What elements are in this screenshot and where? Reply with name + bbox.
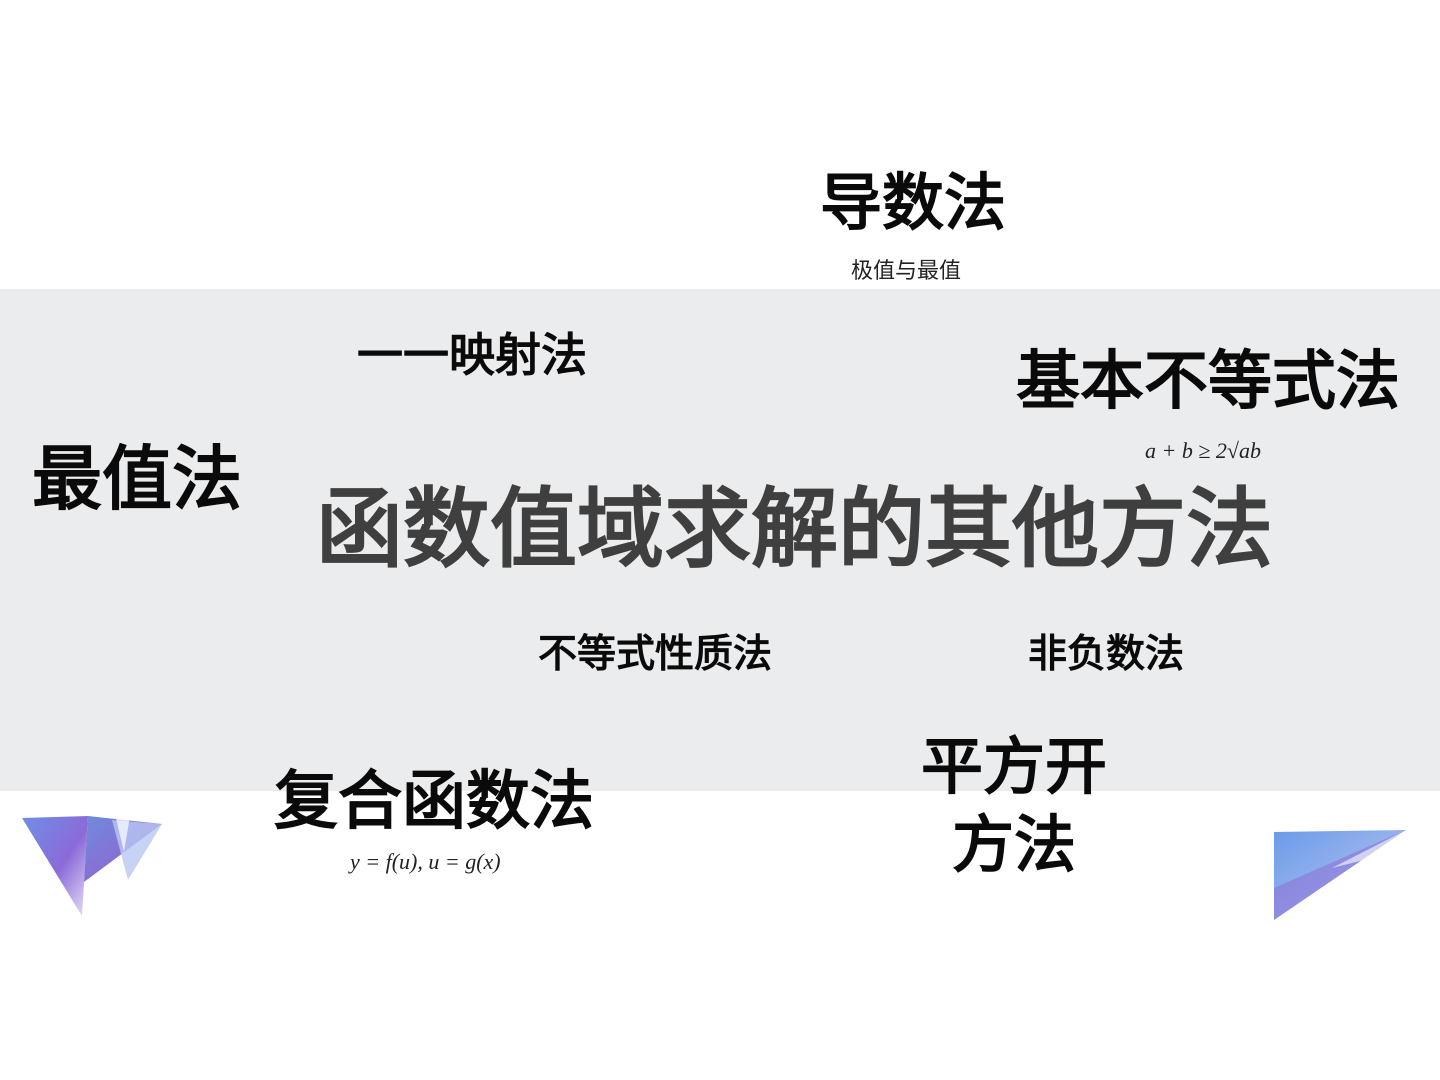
method-inequality-property: 不等式性质法	[538, 632, 773, 677]
triangle-prism-decoration-left-icon	[22, 816, 162, 916]
method-derivative-note: 极值与最值	[851, 259, 962, 284]
method-composite: 复合函数法	[274, 765, 594, 839]
page-title: 函数值域求解的其他方法	[316, 478, 1273, 580]
method-basic-inequality-formula: a + b ≥ 2√ab	[1145, 438, 1261, 463]
method-one-to-one: 一一映射法	[357, 328, 587, 382]
method-square-root-line1: 平方开	[921, 730, 1108, 803]
method-derivative: 导数法	[820, 166, 1007, 239]
method-non-negative: 非负数法	[1028, 632, 1185, 677]
method-composite-formula: y = f(u), u = g(x)	[350, 849, 501, 874]
center-band	[0, 289, 1440, 791]
method-square-root-line2: 方法	[952, 808, 1077, 881]
triangle-prism-decoration-right-icon	[1274, 830, 1406, 920]
method-basic-inequality: 基本不等式法	[1016, 345, 1400, 419]
method-extremum: 最值法	[32, 438, 242, 520]
